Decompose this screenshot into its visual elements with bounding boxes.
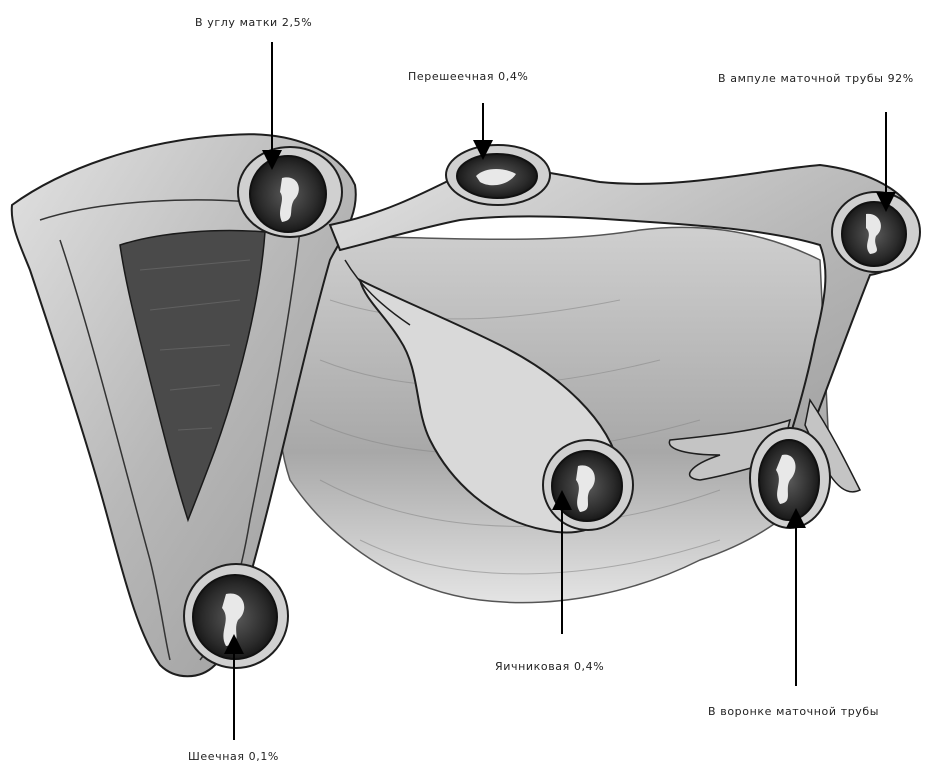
label-cervical: Шеечная 0,1% xyxy=(188,750,279,763)
label-infundibular: В воронке маточной трубы xyxy=(708,705,879,718)
sac-ovarian xyxy=(543,440,633,530)
sac-cervical xyxy=(184,564,288,668)
sac-ampullary xyxy=(832,192,920,272)
sac-isthmic xyxy=(446,145,550,205)
label-isthmic: Перешеечная 0,4% xyxy=(408,70,528,83)
sac-uterine-corner xyxy=(238,147,342,237)
label-ovarian: Яичниковая 0,4% xyxy=(495,660,604,673)
label-ampullary: В ампуле маточной трубы 92% xyxy=(718,72,914,85)
sac-infundibular xyxy=(750,428,830,528)
label-uterine-corner: В углу матки 2,5% xyxy=(195,16,312,29)
